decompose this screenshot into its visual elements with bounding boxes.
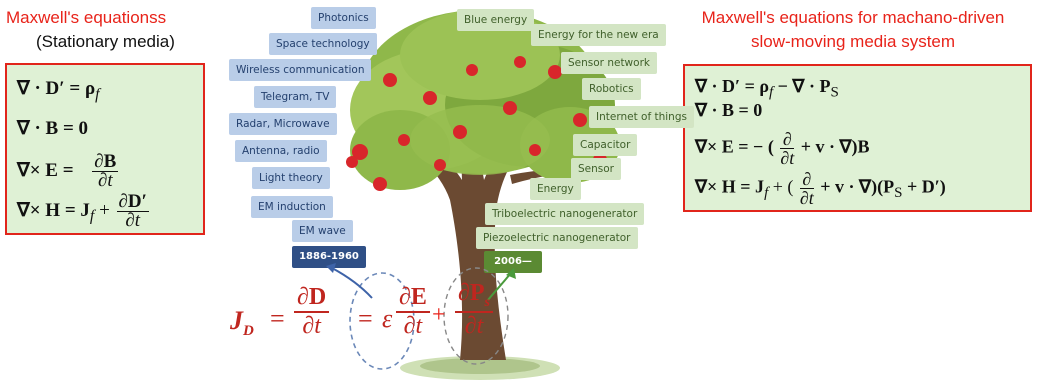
- left-eq-1: ∇ · D′ = ρf: [17, 78, 100, 103]
- tag-capacitor: Capacitor: [573, 134, 638, 156]
- left-eq-2: ∇ · B = 0: [17, 118, 89, 139]
- tag-wireless-communication: Wireless communication: [229, 59, 372, 81]
- arrow-to-2006: [487, 273, 511, 301]
- tag-telegram-tv: Telegram, TV: [254, 86, 337, 108]
- arrow-to-1886: [331, 267, 373, 299]
- left-eq-3: ∇× E = ∂B∂t: [17, 151, 119, 191]
- right-eq-4: ∇× H = Jf + ( ∂∂t + v · ∇)(PS + D′): [695, 169, 946, 208]
- tag-sensor-network: Sensor network: [561, 52, 657, 74]
- tag-light-theory: Light theory: [252, 167, 330, 189]
- left-title: Maxwell's equationss: [6, 8, 167, 27]
- grass-base: [400, 356, 560, 380]
- right-equation-panel: ∇ · D′ = ρf − ∇ · PS ∇ · B = 0 ∇× E = − …: [683, 64, 1032, 212]
- left-eq-4: ∇× H = Jf + ∂D′∂t: [17, 191, 149, 231]
- tag-internet-of-things: Internet of things: [589, 106, 694, 128]
- dashed-circle-e-term: [349, 272, 415, 370]
- arrowhead-left: [326, 263, 336, 273]
- tag-em-wave: EM wave: [292, 220, 353, 242]
- left-subtitle: (Stationary media): [36, 32, 175, 51]
- tag-robotics: Robotics: [582, 78, 641, 100]
- tag-blue-energy: Blue energy: [457, 9, 535, 31]
- tag-energy-new-era: Energy for the new era: [531, 24, 666, 46]
- tag-radar-microwave: Radar, Microwave: [229, 113, 337, 135]
- tag-energy: Energy: [530, 178, 581, 200]
- fraction-dD-dt: ∂D ∂t: [294, 284, 330, 340]
- tag-sensor: Sensor: [571, 158, 621, 180]
- tag-triboelectric-nanogenerator: Triboelectric nanogenerator: [485, 203, 645, 225]
- tag-piezoelectric-nanogenerator: Piezoelectric nanogenerator: [476, 227, 638, 249]
- year-badge-1886-1960: 1886-1960: [292, 246, 366, 268]
- tag-photonics: Photonics: [311, 7, 376, 29]
- tag-antenna-radio: Antenna, radio: [235, 140, 327, 162]
- arrowhead-right: [506, 268, 516, 279]
- right-eq-1: ∇ · D′ = ρf − ∇ · PS: [695, 76, 839, 101]
- fraction-dE-dt: ∂E ∂t: [396, 284, 430, 340]
- dashed-circle-p-term: [443, 267, 509, 365]
- tag-space-technology: Space technology: [269, 33, 377, 55]
- fraction-dPs-dt: ∂Ps ∂t: [455, 280, 493, 340]
- right-title-line1: Maxwell's equations for machano-driven: [701, 8, 1005, 27]
- tag-em-induction: EM induction: [251, 196, 333, 218]
- right-eq-2: ∇ · B = 0: [695, 100, 763, 120]
- year-badge-2006: 2006—: [484, 251, 542, 273]
- left-equation-panel: ∇ · D′ = ρf ∇ · B = 0 ∇× E = ∂B∂t ∇× H =…: [5, 63, 205, 235]
- tree-illustration: [346, 10, 622, 380]
- right-title-line2: slow-moving media system: [750, 32, 956, 51]
- right-eq-3: ∇× E = − ( ∂∂t + v · ∇)B: [695, 129, 870, 168]
